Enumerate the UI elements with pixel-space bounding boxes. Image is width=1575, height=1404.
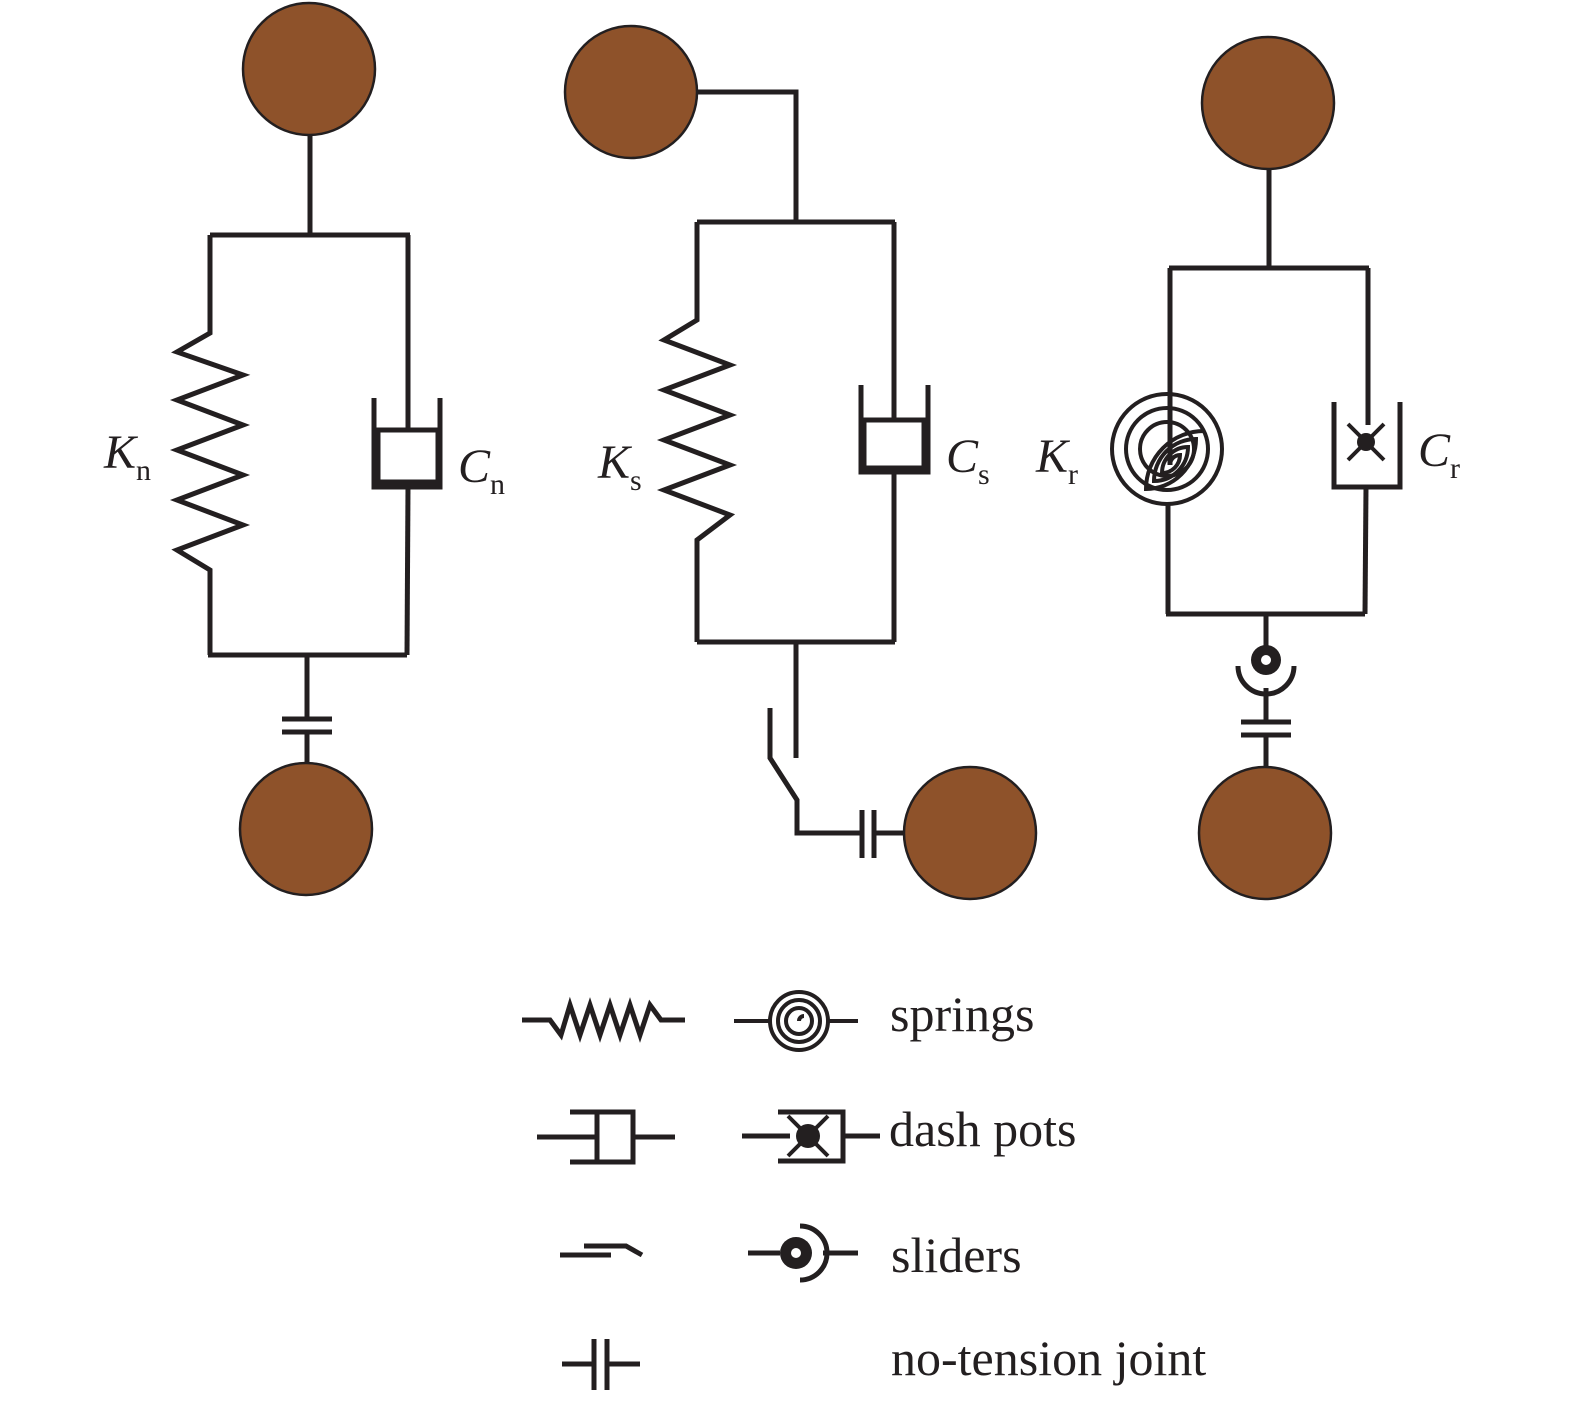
no-tension-joint xyxy=(282,716,332,735)
particle-ball xyxy=(238,761,374,897)
normal-contact-model: Kn Cn xyxy=(103,1,505,897)
shear-spring xyxy=(656,222,738,642)
connector-line xyxy=(697,89,799,222)
rotational-spring xyxy=(1110,392,1224,506)
rotational-dashpot-icon xyxy=(742,1109,880,1164)
linear-spring-icon xyxy=(522,996,685,1043)
legend-label-dash-pots: dash pots xyxy=(889,1101,1077,1157)
legend-label-springs: springs xyxy=(890,986,1034,1042)
rotational-spring-icon xyxy=(734,990,858,1052)
particle-ball xyxy=(563,24,699,160)
rolling-slider xyxy=(1235,645,1297,720)
linear-slider-icon xyxy=(560,1243,644,1258)
particle-ball xyxy=(241,1,377,137)
normal-dashpot xyxy=(371,398,443,656)
particle-ball xyxy=(1200,35,1336,171)
particle-ball xyxy=(902,765,1038,901)
legend-row-no-tension-joint: no-tension joint xyxy=(562,1330,1206,1390)
rolling-spring-label: Kr xyxy=(1035,430,1078,491)
shear-contact-model: Ks Cs xyxy=(563,24,1038,901)
no-tension-joint xyxy=(859,810,877,858)
shear-dashpot-label: Cs xyxy=(946,430,990,491)
no-tension-joint-icon xyxy=(562,1339,640,1390)
shear-spring-label: Ks xyxy=(597,436,642,497)
shear-dashpot xyxy=(858,385,931,642)
normal-spring-label: Kn xyxy=(103,426,151,487)
normal-spring xyxy=(169,235,251,655)
shear-slider xyxy=(767,708,862,836)
legend-row-sliders: sliders xyxy=(560,1223,1022,1283)
rolling-contact-model: Kr Cr xyxy=(1035,35,1460,901)
legend: springs dash pots xyxy=(522,986,1206,1390)
rotational-slider-icon xyxy=(748,1223,858,1283)
rotational-dashpot xyxy=(1331,402,1403,615)
legend-row-springs: springs xyxy=(522,986,1034,1052)
normal-dashpot-label: Cn xyxy=(458,440,505,501)
rolling-dashpot-label: Cr xyxy=(1418,424,1460,485)
legend-label-sliders: sliders xyxy=(891,1227,1022,1283)
legend-label-no-tension-joint: no-tension joint xyxy=(891,1330,1206,1386)
legend-row-dashpots: dash pots xyxy=(537,1101,1077,1165)
linear-dashpot-icon xyxy=(537,1109,675,1165)
no-tension-joint xyxy=(1241,719,1291,738)
particle-ball xyxy=(1197,765,1333,901)
